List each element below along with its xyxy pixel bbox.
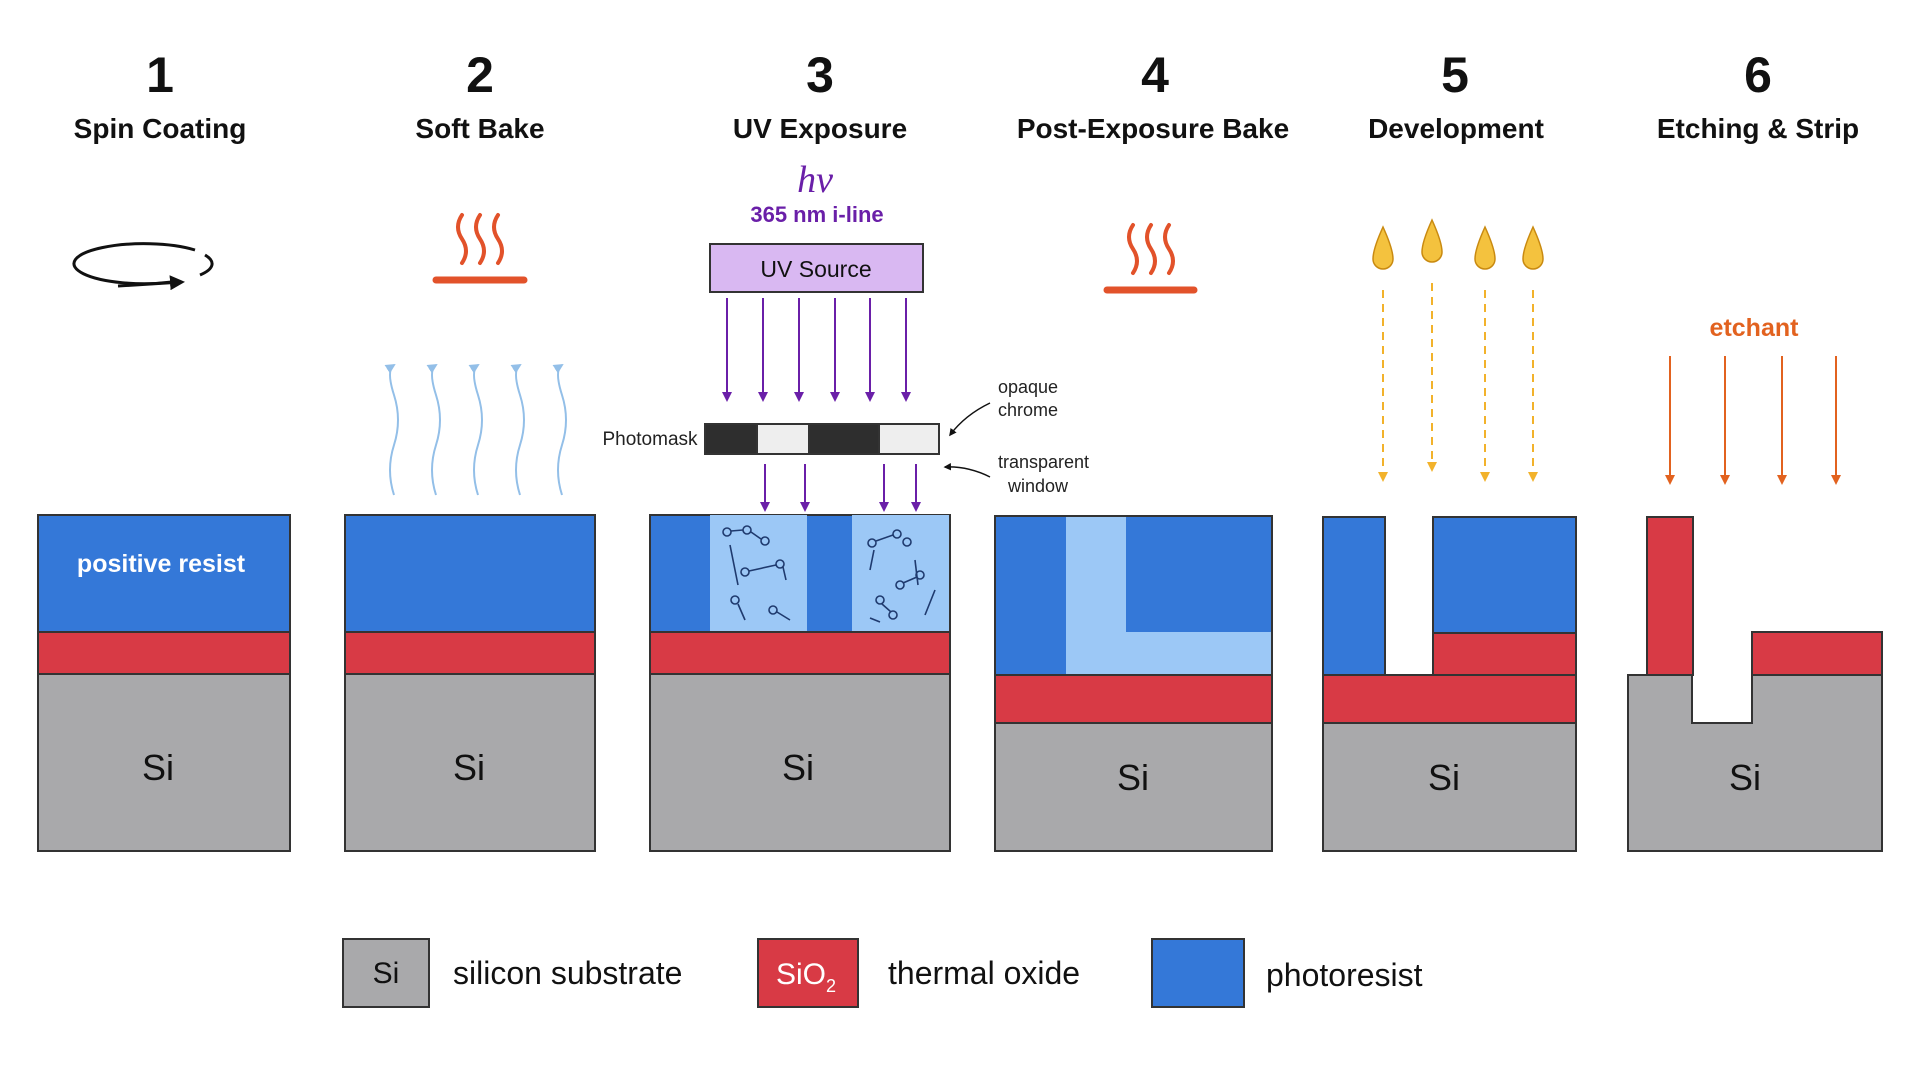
step-2-header: 2 Soft Bake: [415, 47, 544, 144]
step-title: Etching & Strip: [1657, 113, 1859, 144]
oxide-layer: [1432, 632, 1577, 676]
si-label: Si: [453, 747, 485, 788]
step-title: UV Exposure: [733, 113, 907, 144]
etchant-label: etchant: [1710, 314, 1800, 342]
wafer-stack-step-3: Si: [649, 514, 951, 852]
photomask-label: Photomask: [602, 429, 698, 450]
resist-label: positive resist: [77, 550, 246, 578]
uv-source-label: UV Source: [760, 256, 871, 282]
photon-symbol: hν: [797, 159, 833, 201]
transmitted-uv-rays: [760, 464, 921, 512]
legend-label: thermal oxide: [888, 955, 1080, 991]
solvent-vapor-arrows: [384, 363, 567, 496]
step-6-header: 6 Etching & Strip: [1657, 47, 1859, 144]
legend-label: photoresist: [1266, 957, 1423, 993]
silicon-substrate: [649, 673, 951, 852]
developer-drops: [1372, 218, 1544, 270]
legend-swatch: [342, 938, 430, 1008]
oxide-layer: [994, 674, 1273, 724]
transparent-window: [756, 423, 810, 455]
step-title: Post-Exposure Bake: [1017, 113, 1289, 144]
exposed-resist: [710, 515, 807, 632]
legend-swatch-text: SiO2: [776, 958, 836, 996]
droplet-icon: [1522, 225, 1544, 270]
step-3-header: 3 UV Exposure: [733, 47, 907, 144]
etchant-arrows: [1665, 356, 1841, 485]
uv-rays: [722, 298, 911, 402]
developer-flow-arrows: [1378, 283, 1538, 482]
step-1-header: 1 Spin Coating: [74, 47, 247, 144]
opaque-label: opaque: [998, 377, 1058, 397]
legend-swatch: [1151, 938, 1245, 1008]
window-label: transparent: [998, 452, 1089, 472]
droplet-icon: [1372, 225, 1394, 270]
spin-icon: [72, 242, 214, 291]
si-label: Si: [782, 747, 814, 788]
photomask: [704, 423, 940, 455]
exposed-resist: [1066, 517, 1126, 674]
step-number: 6: [1744, 47, 1772, 103]
oxide-feature: [1646, 516, 1694, 676]
legend: Si silicon substrate SiO2 thermal oxide …: [342, 938, 1423, 1008]
heat-icon: [432, 213, 528, 284]
heat-icon: [1103, 223, 1198, 294]
silicon-substrate: [37, 673, 291, 852]
wafer-stack-step-6: Si: [1627, 516, 1883, 852]
step-number: 2: [466, 47, 494, 103]
oxide-feature: [1751, 631, 1883, 676]
droplet-icon: [1421, 218, 1443, 263]
si-label: Si: [142, 747, 174, 788]
oxide-layer: [649, 631, 951, 675]
legend-swatch-text: Si: [373, 957, 400, 990]
step-title: Development: [1368, 113, 1544, 144]
si-label: Si: [1729, 757, 1761, 798]
legend-swatch: [757, 938, 859, 1008]
opaque-chrome: [808, 423, 880, 455]
oxide-layer: [344, 631, 596, 675]
si-label: Si: [1117, 757, 1149, 798]
wafer-stack-step-1: positive resist Si: [37, 514, 291, 852]
step-title: Soft Bake: [415, 113, 544, 144]
wafer-stack-step-4: Si: [994, 515, 1273, 852]
oxide-layer: [37, 631, 291, 675]
si-label: Si: [1428, 757, 1460, 798]
step-number: 4: [1141, 47, 1169, 103]
uv-source-box: [709, 243, 924, 293]
silicon-substrate: [1322, 722, 1577, 852]
mask-callouts: opaque chrome transparent window: [943, 377, 1089, 496]
legend-label: silicon substrate: [453, 955, 682, 991]
step-4-header: 4 Post-Exposure Bake: [1017, 47, 1289, 144]
step-5-header: 5 Development: [1368, 47, 1544, 144]
exposed-resist: [1126, 632, 1271, 674]
step-title: Spin Coating: [74, 113, 247, 144]
opaque-chrome: [704, 423, 758, 455]
photoresist-layer: [1432, 516, 1577, 634]
photoresist-layer: [37, 514, 291, 633]
photoresist-layer: [344, 514, 596, 633]
uv-source: UV Source: [709, 243, 924, 293]
step-number: 3: [806, 47, 834, 103]
droplet-icon: [1474, 225, 1496, 270]
wafer-stack-step-2: Si: [344, 514, 596, 852]
silicon-substrate: [994, 722, 1273, 852]
step-number: 1: [146, 47, 174, 103]
opaque-label: chrome: [998, 400, 1058, 420]
legend-item-sio2: SiO2 thermal oxide: [757, 938, 1080, 1008]
photoacid-molecules: [722, 525, 936, 623]
transparent-window: [878, 423, 940, 455]
legend-item-si: Si silicon substrate: [342, 938, 682, 1008]
silicon-substrate: [344, 673, 596, 852]
legend-item-photoresist: photoresist: [1151, 938, 1423, 1008]
oxide-layer: [1322, 674, 1577, 724]
window-label: window: [1007, 476, 1069, 496]
step-number: 5: [1441, 47, 1469, 103]
wavelength-label: 365 nm i-line: [750, 202, 883, 227]
photoresist-layer: [1322, 516, 1386, 676]
wafer-stack-step-5: Si: [1322, 516, 1577, 852]
